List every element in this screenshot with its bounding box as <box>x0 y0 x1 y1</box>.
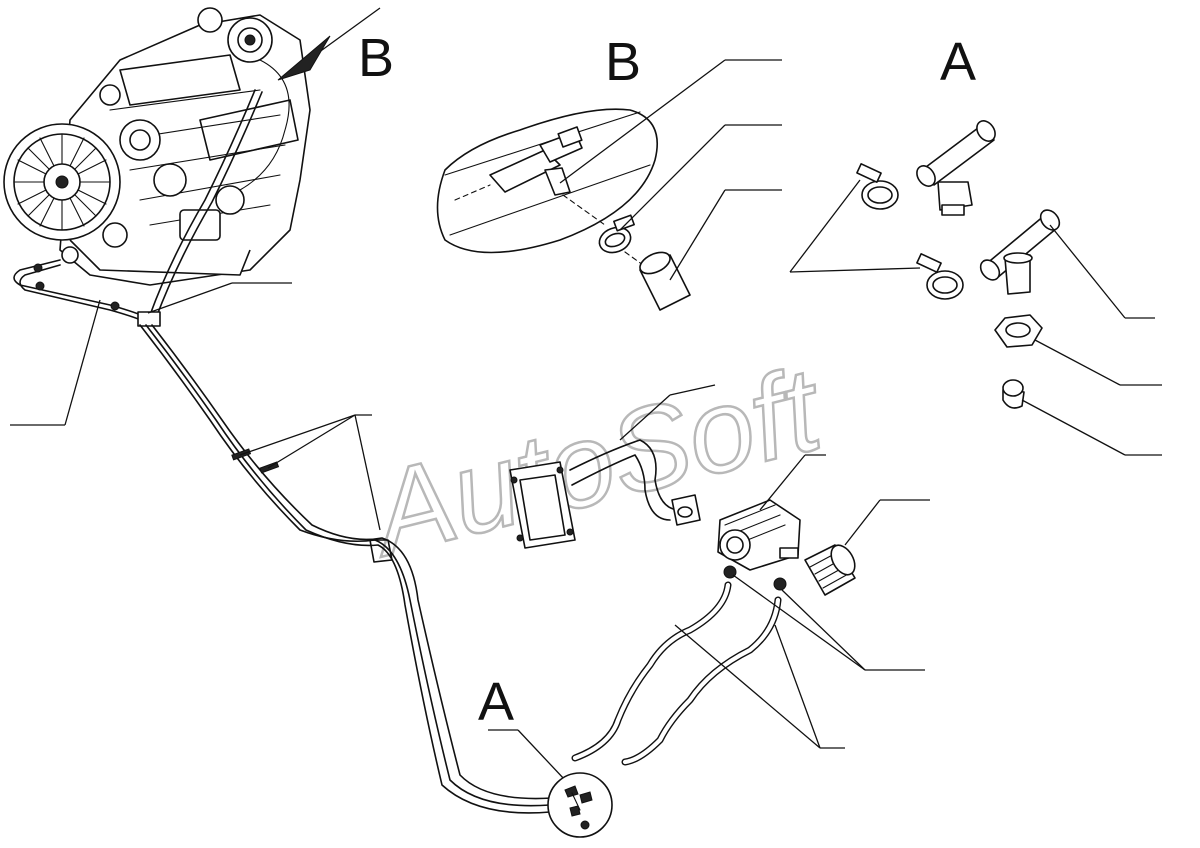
heater-fuel-hoses <box>571 565 925 766</box>
fuel-line-bundle-main <box>139 324 553 814</box>
view-a-detail-label: A <box>940 32 976 92</box>
engine-fan <box>3 123 121 241</box>
view-b-arrow <box>277 7 381 81</box>
view-b-engine-label: B <box>358 28 394 88</box>
detail-view-b <box>436 59 782 311</box>
leader-lines-left <box>10 282 381 531</box>
view-a-bottom-label: A <box>478 672 514 732</box>
heater-unit <box>717 454 826 571</box>
detail-view-a-bottom <box>488 729 613 838</box>
detail-view-a <box>789 120 1162 456</box>
heater-panel <box>509 461 576 549</box>
intake-bellows <box>804 499 930 596</box>
exhaust-duct <box>569 384 716 526</box>
engine-assembly <box>3 7 311 286</box>
view-b-detail-label: B <box>605 32 641 92</box>
